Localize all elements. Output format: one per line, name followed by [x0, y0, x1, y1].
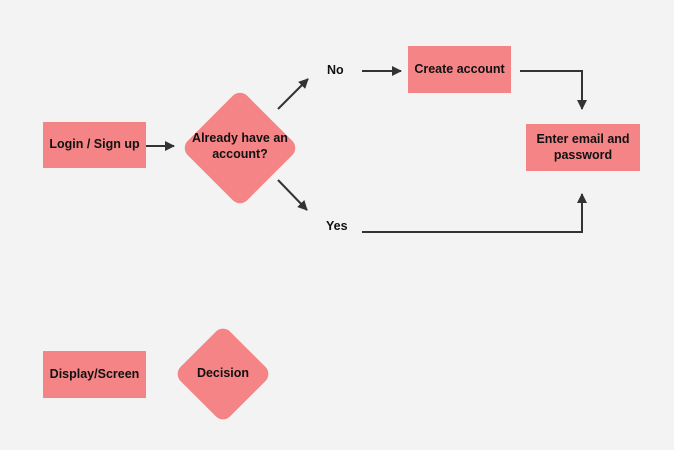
legend-screen-box: Display/Screen	[43, 351, 146, 398]
legend-decision-label-wrap: Decision	[178, 364, 268, 384]
login-signup-box: Login / Sign up	[43, 122, 146, 168]
legend-decision-label: Decision	[196, 366, 250, 381]
create-account-label: Create account	[414, 61, 505, 76]
decision-label-wrap: Already have an account?	[186, 127, 294, 167]
no-label: No	[327, 63, 344, 77]
arrow-decision-to-no	[277, 78, 309, 110]
decision-label: Already have an account?	[192, 131, 288, 161]
login-signup-label: Login / Sign up	[49, 137, 140, 152]
create-account-box: Create account	[408, 46, 511, 93]
legend-screen-label: Display/Screen	[49, 366, 140, 381]
arrow-create-to-enter	[520, 70, 587, 110]
yes-label: Yes	[326, 219, 348, 233]
enter-email-box: Enter email and password	[526, 124, 640, 171]
arrow-yes-to-enter	[362, 193, 587, 233]
arrow-decision-to-yes	[277, 179, 308, 211]
enter-email-label: Enter email and password	[536, 131, 630, 162]
